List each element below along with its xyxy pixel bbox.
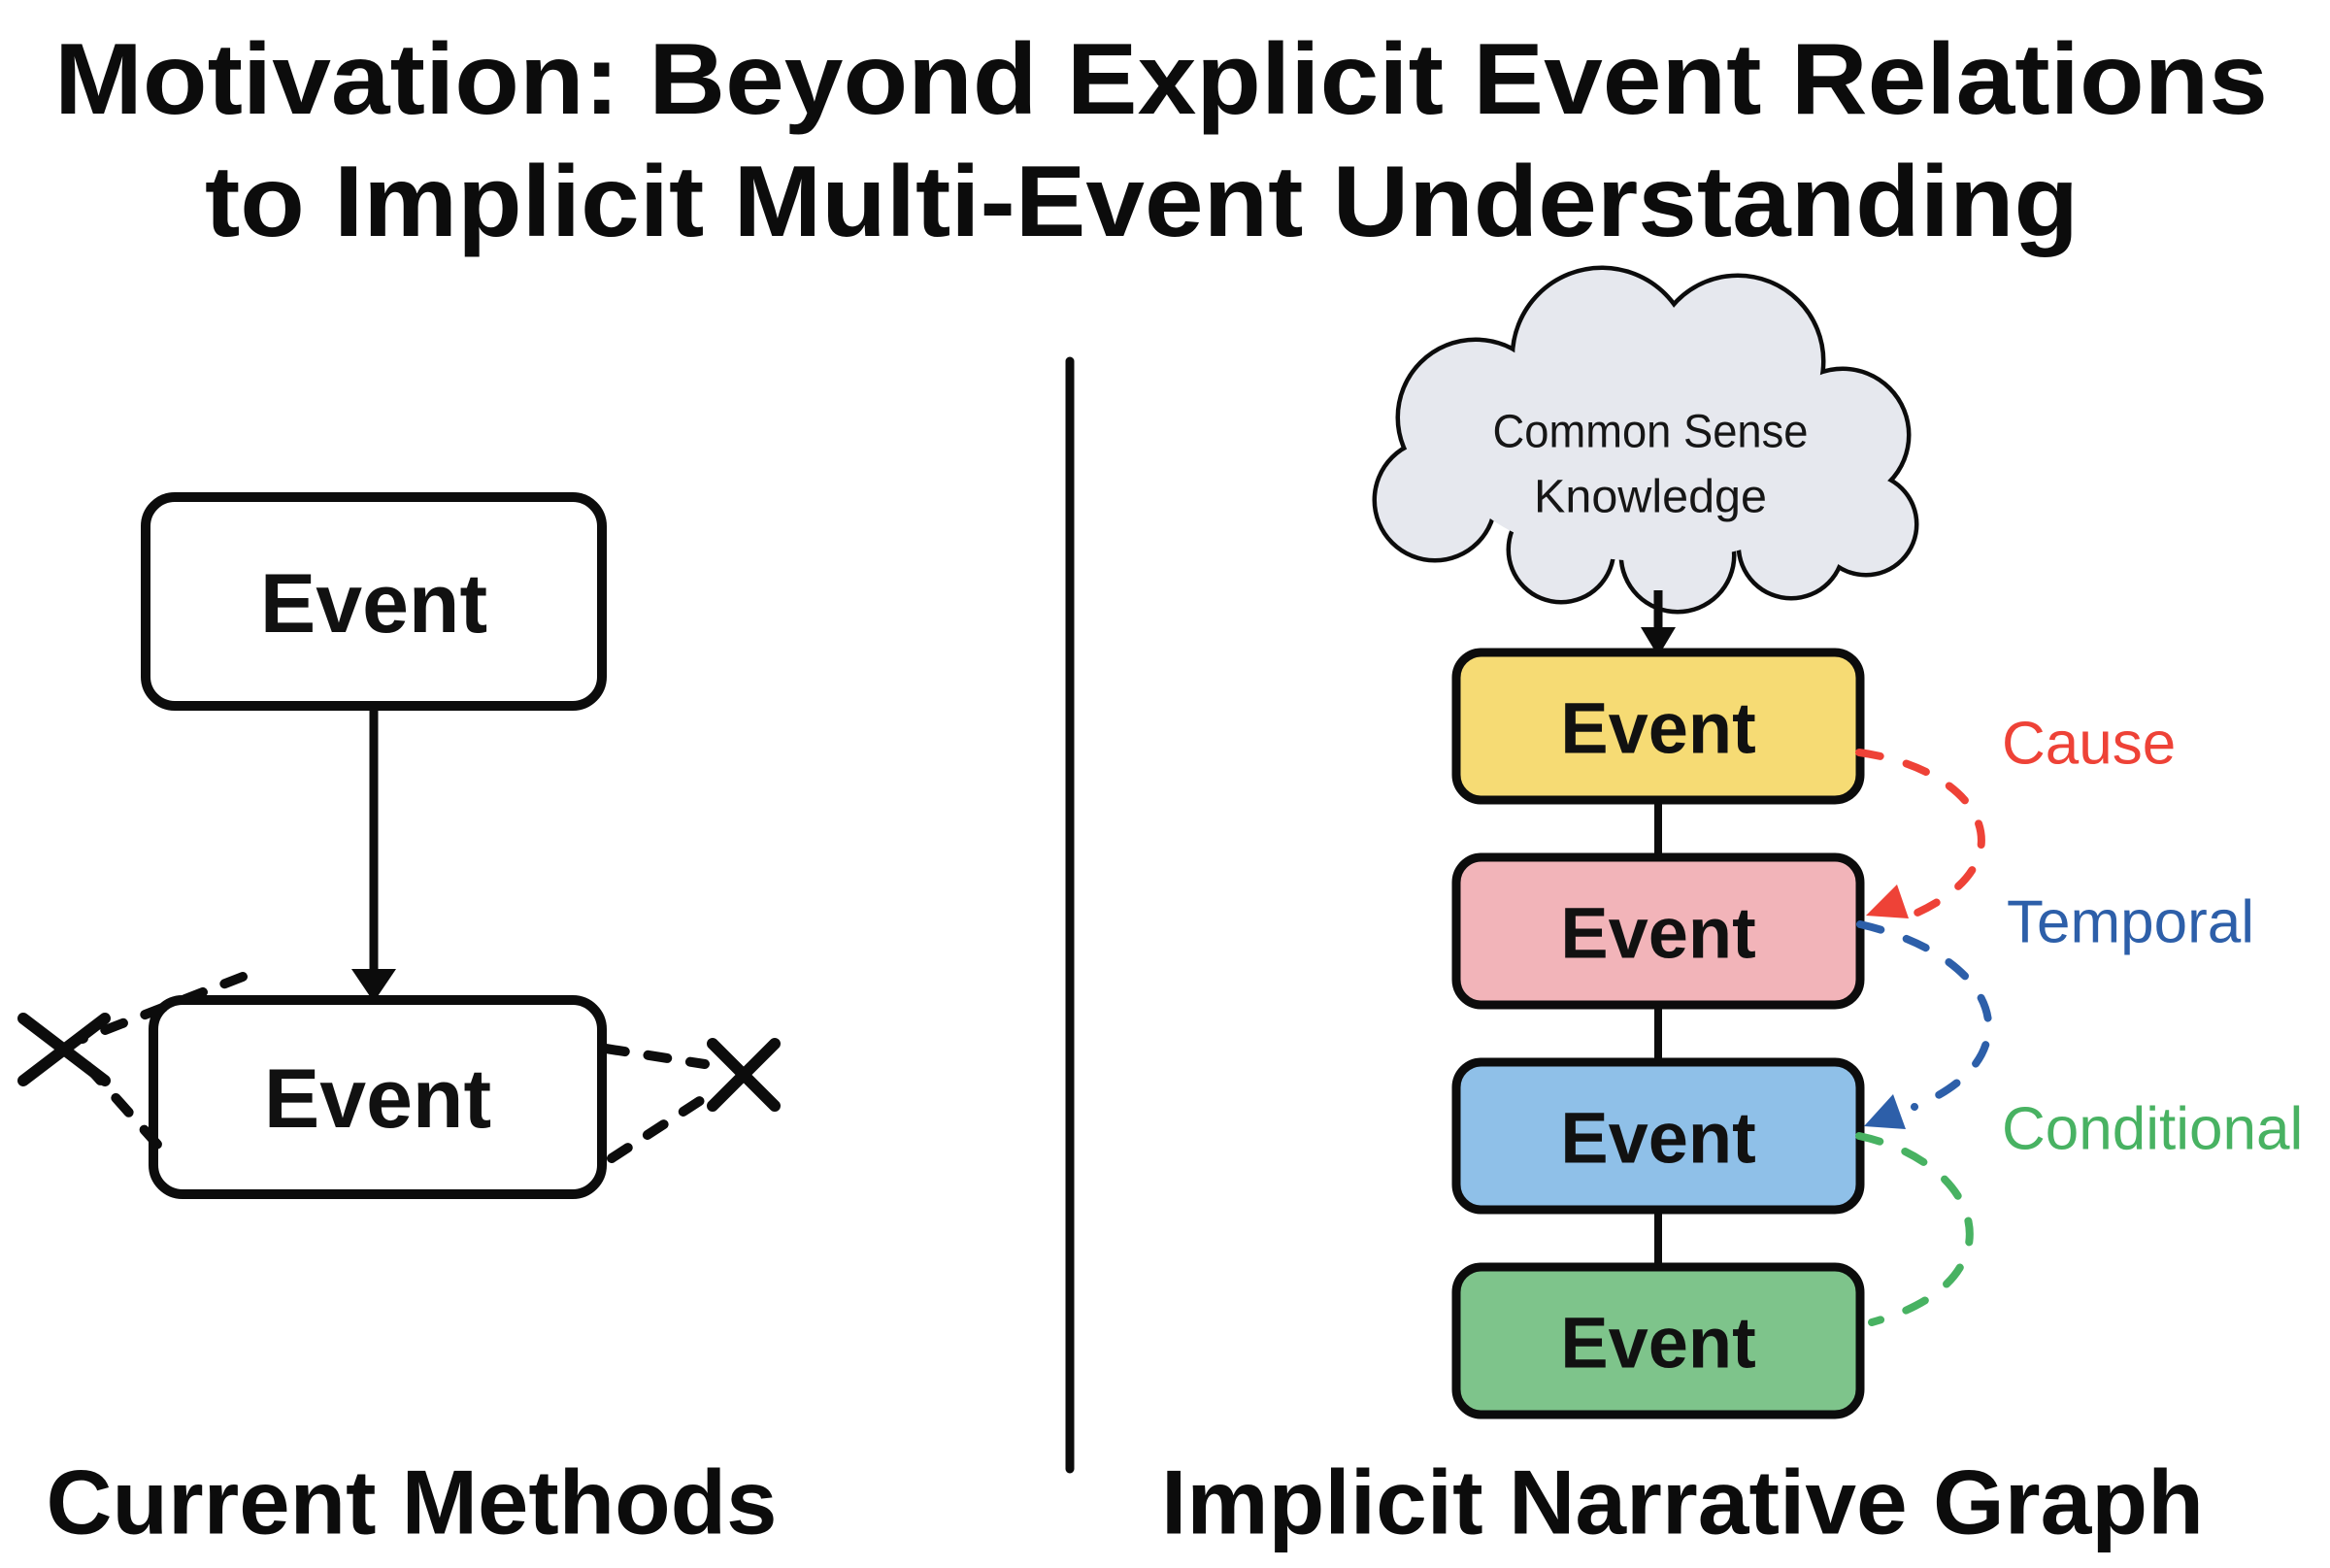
knowledge-arrowhead: [1641, 627, 1676, 656]
cloud-text-line-1: Common Sense: [1493, 407, 1809, 458]
implicit-narrative-graph-caption: Implicit Narrative Graph: [1161, 1451, 2204, 1553]
crossed-relation-right: [601, 1038, 781, 1163]
page-title-line-1: Motivation: Beyond Explicit Event Relati…: [54, 23, 2268, 136]
event-node-4: Event: [1451, 1262, 1865, 1419]
event-node-1-label: Event: [1560, 688, 1756, 769]
event-node-2: Event: [1451, 852, 1865, 1010]
event-node-4-label: Event: [1560, 1303, 1756, 1384]
left-event-box-top-label: Event: [260, 557, 487, 651]
current-methods-caption: Current Methods: [47, 1451, 778, 1553]
x-mark-left-icon: [17, 1013, 111, 1086]
event-node-2-label: Event: [1560, 893, 1756, 974]
temporal-label: Temporal: [2007, 889, 2254, 956]
temporal-arc: [1856, 920, 1993, 1111]
current-methods-panel: Event Event Current Methods: [17, 492, 781, 1553]
dashed-line-right-upper: [601, 1044, 710, 1069]
event-node-3-label: Event: [1560, 1098, 1756, 1179]
common-sense-cloud-fill: [1377, 270, 1914, 610]
cause-arc: [1855, 749, 1985, 917]
cause-label: Cause: [2002, 711, 2176, 778]
conditional-label: Conditional: [2002, 1096, 2303, 1163]
event-node-3: Event: [1451, 1057, 1865, 1215]
dashed-line-right-lower: [607, 1086, 719, 1163]
explicit-relation-arrowhead: [351, 969, 396, 1002]
left-event-box-bottom: [149, 995, 607, 1199]
crossed-relation-left: [17, 972, 248, 1152]
temporal-arrowhead: [1864, 1094, 1906, 1129]
page-title-line-2: to Implicit Multi-Event Understanding: [205, 146, 2079, 258]
temporal-relation: Temporal: [1856, 889, 2254, 1129]
conditional-arc: [1855, 1132, 1974, 1326]
dashed-line-left-upper: [78, 972, 248, 1044]
cause-arrowhead: [1866, 884, 1909, 918]
cloud-text-line-2: Knowledge: [1534, 472, 1767, 523]
left-event-box-bottom-label: Event: [264, 1052, 491, 1146]
cause-relation: Cause: [1855, 711, 2176, 918]
event-node-1: Event: [1451, 648, 1865, 805]
conditional-relation: Conditional: [1855, 1096, 2303, 1326]
x-mark-right-icon: [707, 1038, 781, 1112]
implicit-narrative-graph-panel: Common Sense Knowledge Event Event Event…: [1161, 265, 2303, 1553]
